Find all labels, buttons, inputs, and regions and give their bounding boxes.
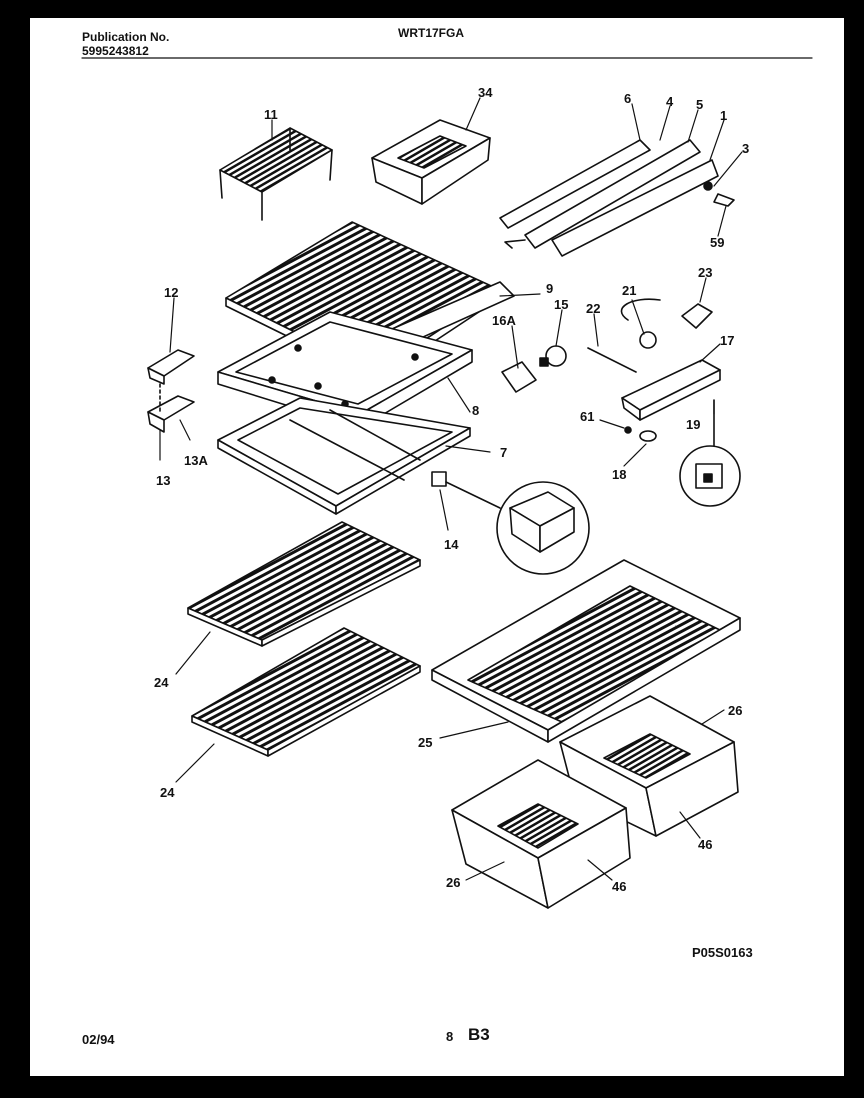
callout-17: 17 (720, 333, 735, 348)
part-11-wire-shelf (219, 127, 333, 221)
callout-11: 11 (264, 107, 278, 122)
callout-26-right: 26 (728, 703, 743, 718)
callout-61: 61 (580, 409, 595, 424)
publication-number: 5995243812 (82, 44, 149, 58)
callout-3: 3 (742, 141, 750, 156)
callout-5: 5 (696, 97, 704, 112)
callout-46-left: 46 (612, 879, 627, 894)
part-22-21-23-17-controls (587, 298, 721, 421)
part-12-13-bins (147, 349, 195, 433)
callout-34: 34 (478, 85, 493, 100)
callout-46-right: 46 (698, 837, 713, 852)
footer-page-number: 8 (446, 1029, 454, 1044)
callout-24-lower: 24 (160, 785, 175, 800)
part-14-switch-detail (431, 471, 590, 575)
callout-12: 12 (164, 285, 179, 300)
part-7-frame-pan (217, 397, 471, 515)
footer-date: 02/94 (82, 1032, 115, 1047)
callout-21: 21 (622, 283, 637, 298)
part-25-crisper-cover (431, 559, 741, 743)
callout-23: 23 (698, 265, 713, 280)
leader-lines (159, 97, 743, 881)
callout-1: 1 (720, 108, 728, 123)
part-24-wire-shelf-lower (191, 627, 421, 757)
model-number: WRT17FGA (398, 26, 464, 40)
callout-26-left: 26 (446, 875, 461, 890)
part-24-wire-shelf-upper (187, 521, 421, 647)
footer-page-code: B3 (468, 1025, 490, 1044)
callout-13: 13 (156, 473, 171, 488)
part-trim-strips (499, 139, 735, 257)
publication-label: Publication No. (82, 30, 170, 44)
callout-9: 9 (546, 281, 554, 296)
callout-7: 7 (500, 445, 508, 460)
callout-16a: 16A (492, 313, 516, 328)
callout-24-upper: 24 (154, 675, 169, 690)
callout-13a: 13A (184, 453, 208, 468)
diagram-code: P05S0163 (692, 945, 753, 960)
callout-18: 18 (612, 467, 627, 482)
part-26-crisper-right (559, 695, 739, 837)
part-26-crisper-left (451, 759, 631, 909)
callout-25: 25 (418, 735, 433, 750)
callout-14: 14 (444, 537, 459, 552)
part-8-shelf-frame (217, 311, 473, 429)
callout-6: 6 (624, 91, 632, 106)
callout-15: 15 (554, 297, 569, 312)
callout-8: 8 (472, 403, 480, 418)
part-34-ice-bin (371, 119, 491, 205)
callout-59: 59 (710, 235, 725, 250)
callout-22: 22 (586, 301, 601, 316)
part-16a-socket-15-bulb (501, 345, 567, 393)
callout-4: 4 (666, 94, 674, 109)
callout-19: 19 (686, 417, 701, 432)
part-61-18-19-small-parts (624, 399, 741, 507)
